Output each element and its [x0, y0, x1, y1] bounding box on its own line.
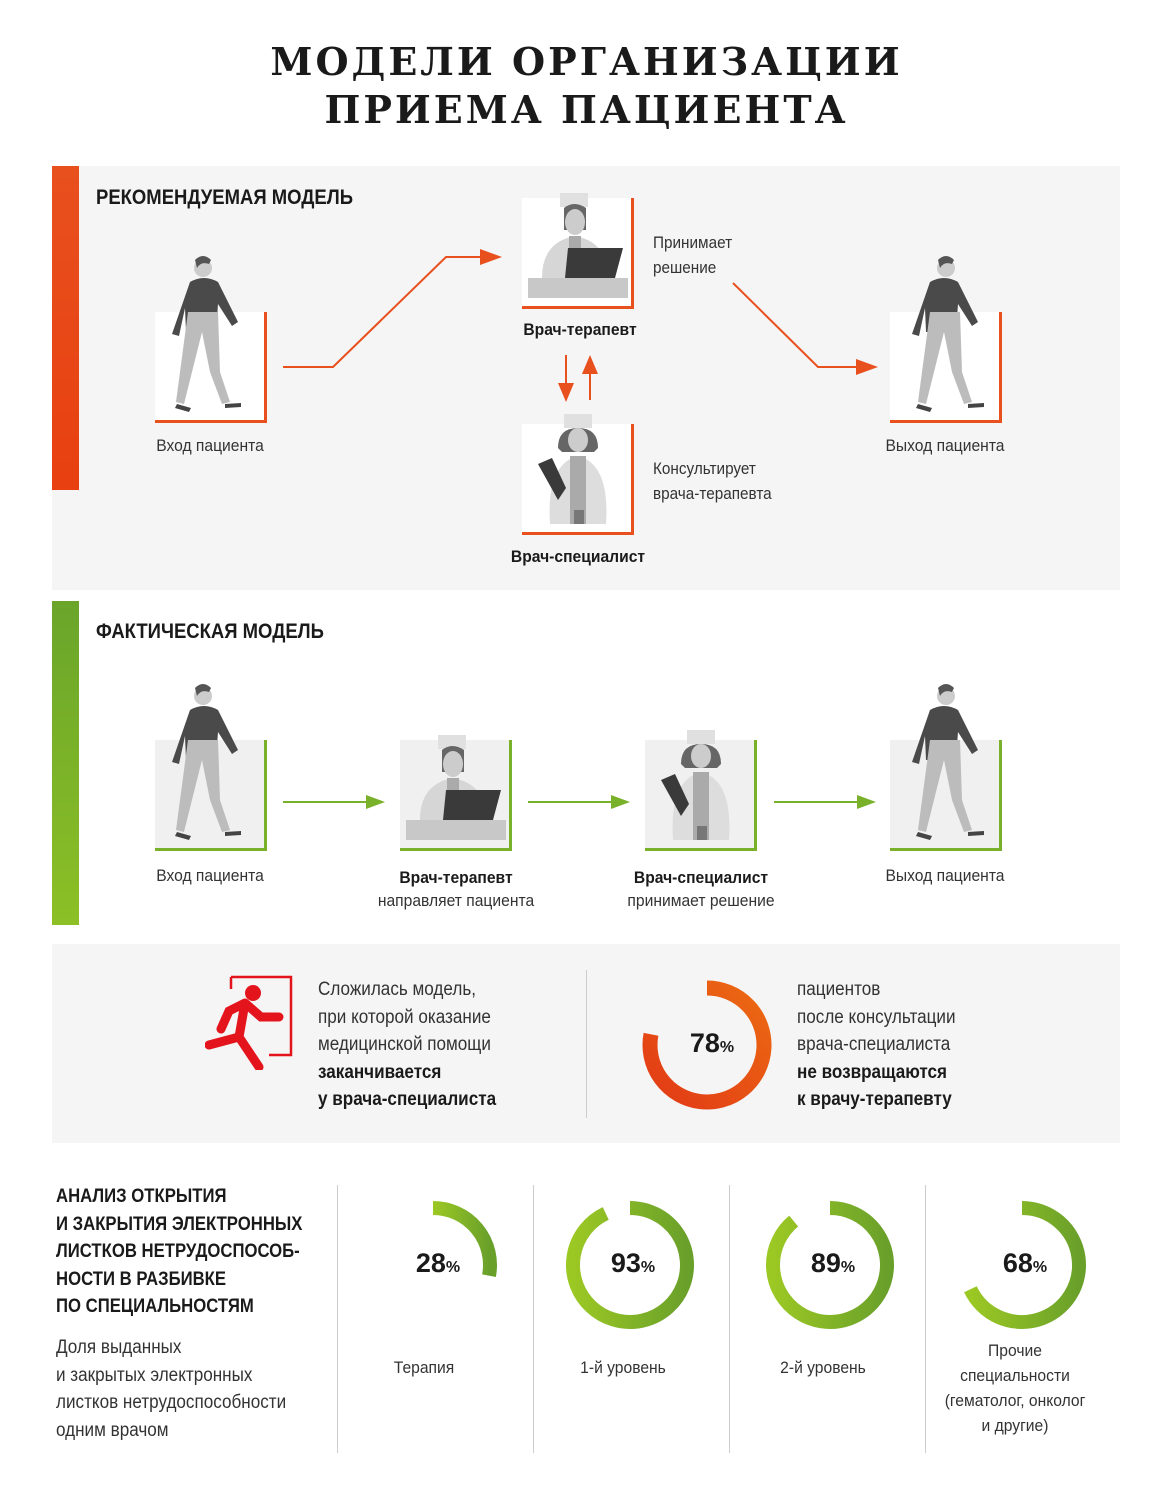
green-accent-bar — [52, 601, 79, 925]
patient-entry-box — [155, 256, 267, 423]
exit-label: Выход пациента — [885, 436, 1005, 455]
orange-accent-bar — [52, 166, 79, 490]
divider — [533, 1185, 534, 1453]
donut-arc — [964, 1201, 1086, 1329]
patient-exit-box — [890, 256, 1002, 423]
donut-arc — [642, 980, 772, 1110]
donut-label: 1-й уровень — [580, 1358, 666, 1377]
actual-entry-label: Вход пациента — [156, 866, 264, 885]
emergency-exit-icon — [205, 975, 293, 1070]
walking-patient-icon — [172, 684, 241, 840]
entry-label: Вход пациента — [156, 436, 264, 455]
therapist-box — [522, 193, 634, 309]
specialist-label: Врач-специалист — [510, 547, 646, 566]
specialist-box — [522, 414, 634, 535]
donut-value: 89% — [810, 1248, 856, 1278]
donut-arc — [566, 1201, 694, 1329]
donut-label: Терапия — [393, 1358, 455, 1377]
arrow-entry-to-therapist — [283, 249, 502, 368]
specialist-doctor-icon — [661, 730, 730, 840]
donut-value: 28% — [415, 1248, 461, 1278]
actual-therapist-box — [400, 735, 512, 851]
actual-specialist-box — [645, 730, 757, 851]
donut-2 — [766, 1201, 894, 1329]
divider — [925, 1185, 926, 1453]
specialist-doctor-icon — [538, 414, 607, 524]
actual-entry-box — [155, 684, 267, 851]
arrow-specialist-to-therapist — [582, 355, 598, 400]
donut-value: 93% — [610, 1248, 656, 1278]
therapist-doctor-icon — [406, 735, 506, 840]
donut-1 — [566, 1201, 694, 1329]
divider — [586, 970, 587, 1118]
arrow-green-1 — [283, 795, 385, 809]
arrow-green-3 — [774, 795, 876, 809]
walking-patient-icon — [912, 256, 984, 412]
donut-0 — [432, 1201, 497, 1277]
donut-arc — [766, 1201, 894, 1329]
walking-patient-icon — [172, 256, 241, 412]
recommended-heading: РЕКОМЕНДУЕМАЯ МОДЕЛЬ — [96, 186, 354, 209]
donut-3 — [964, 1201, 1086, 1329]
return-rate-donut — [642, 980, 772, 1110]
actual-exit-label: Выход пациента — [885, 866, 1005, 885]
arrow-therapist-to-specialist — [558, 355, 574, 402]
donut-value: 68% — [1002, 1248, 1048, 1278]
donut-label: 2-й уровень — [780, 1358, 866, 1377]
divider — [729, 1185, 730, 1453]
arrow-therapist-to-exit — [732, 282, 878, 375]
donut-arc — [432, 1201, 497, 1277]
arrow-green-2 — [528, 795, 630, 809]
actual-heading: ФАКТИЧЕСКАЯ МОДЕЛЬ — [96, 620, 324, 643]
therapist-label: Врач-терапевт — [523, 320, 637, 339]
actual-exit-box — [890, 684, 1002, 851]
divider — [337, 1185, 338, 1453]
walking-patient-icon — [912, 684, 984, 840]
therapist-doctor-icon — [528, 193, 628, 298]
donut-value: 78% — [689, 1028, 735, 1058]
